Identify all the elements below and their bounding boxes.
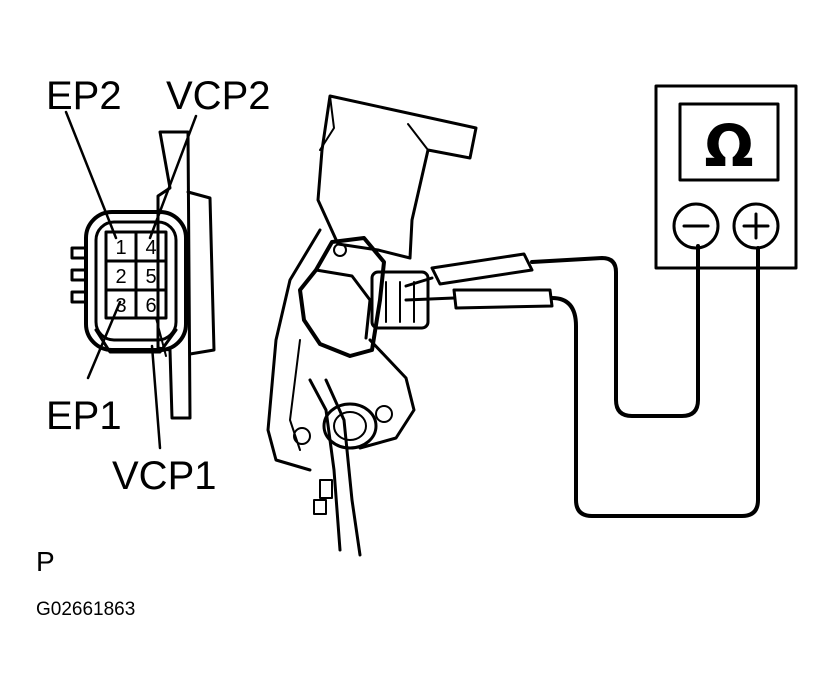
leader-ep2 <box>64 110 118 240</box>
leader-vcp1 <box>150 344 162 450</box>
plus-terminal-icon <box>732 202 780 250</box>
ohmmeter: Ω <box>654 84 798 270</box>
pin-2: 2 <box>115 266 126 288</box>
pin-6: 6 <box>145 295 156 317</box>
pin-5: 5 <box>145 266 156 288</box>
meter-leads <box>530 244 760 518</box>
connector-view <box>70 130 216 420</box>
lead-negative <box>530 244 700 418</box>
leader-ep1 <box>86 300 122 380</box>
label-vcp2: VCP2 <box>166 74 271 118</box>
pin-1: 1 <box>115 237 126 259</box>
label-view: P <box>36 546 55 577</box>
leader-vcp2 <box>148 114 198 240</box>
label-ep1: EP1 <box>46 394 122 438</box>
sensor-assembly <box>266 94 478 557</box>
figure-id: G02661863 <box>36 599 136 620</box>
pin-4: 4 <box>145 237 156 259</box>
label-ep2: EP2 <box>46 74 122 118</box>
meter-probes <box>404 252 554 310</box>
ohm-symbol: Ω <box>704 112 753 180</box>
label-vcp1: VCP1 <box>112 454 217 498</box>
pin-numbers: 1 2 3 4 5 6 <box>115 237 156 317</box>
pin-3: 3 <box>115 295 126 317</box>
lead-positive <box>550 246 760 518</box>
minus-terminal-icon <box>672 202 720 250</box>
leader-lines <box>64 110 198 450</box>
